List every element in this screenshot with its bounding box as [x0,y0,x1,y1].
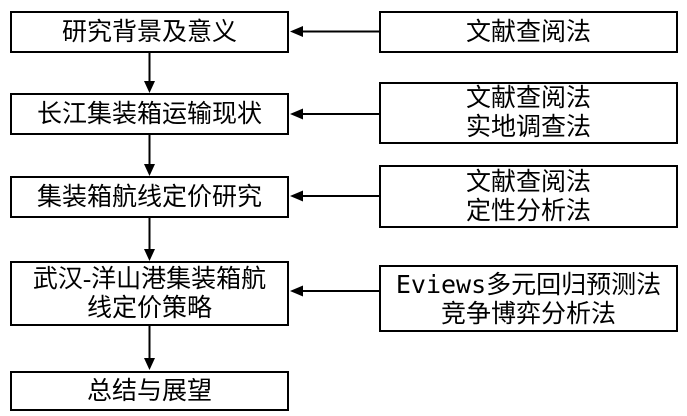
step-label-line2: 线定价策略 [86,294,212,322]
method-label-line1: Eviews多元回归预测法 [395,269,662,299]
arrow-left-3 [290,190,379,202]
arrow-head [290,108,303,120]
arrow-left-4 [290,285,379,297]
step-box-summary-outlook: 总结与展望 [10,371,289,411]
arrow-head [144,358,155,370]
step-box-route-pricing-research: 集装箱航线定价研究 [10,176,289,218]
method-label-line2: 定性分析法 [465,197,591,225]
arrow-down-4 [144,326,155,370]
method-box-literature-field-survey: 文献查阅法 实地调查法 [379,82,678,144]
step-box-yangtze-container-status: 长江集装箱运输现状 [10,93,289,135]
method-label-line1: 文献查阅法 [465,168,591,196]
arrow-head [144,81,155,93]
arrow-head [144,164,155,176]
method-label-line2: 竞争博弈分析法 [440,298,616,328]
arrow-down-3 [144,218,155,261]
method-box-literature-review: 文献查阅法 [379,11,678,53]
arrow-down-1 [144,53,155,93]
method-box-literature-qualitative-analysis: 文献查阅法 定性分析法 [379,165,678,228]
arrow-left-2 [290,108,379,120]
step-label: 总结与展望 [86,377,212,405]
step-label: 集装箱航线定价研究 [36,183,262,211]
arrow-down-2 [144,135,155,176]
method-label-line2: 实地调查法 [465,114,591,141]
method-box-eviews-regression-game-analysis: Eviews多元回归预测法 竞争博弈分析法 [379,265,678,332]
step-box-wuhan-yangshan-pricing-strategy: 武汉-洋山港集装箱航 线定价策略 [10,261,289,326]
step-label: 长江集装箱运输现状 [36,100,262,128]
arrow-head [290,190,303,202]
arrow-head [144,249,155,261]
step-label-line1: 武汉-洋山港集装箱航 [32,265,267,293]
arrow-head [290,26,303,37]
step-label: 研究背景及意义 [61,18,237,46]
method-label-line1: 文献查阅法 [465,85,591,112]
arrow-head [290,285,303,297]
step-box-research-background: 研究背景及意义 [10,11,289,53]
arrow-left-1 [290,26,379,37]
method-label: 文献查阅法 [465,18,591,46]
